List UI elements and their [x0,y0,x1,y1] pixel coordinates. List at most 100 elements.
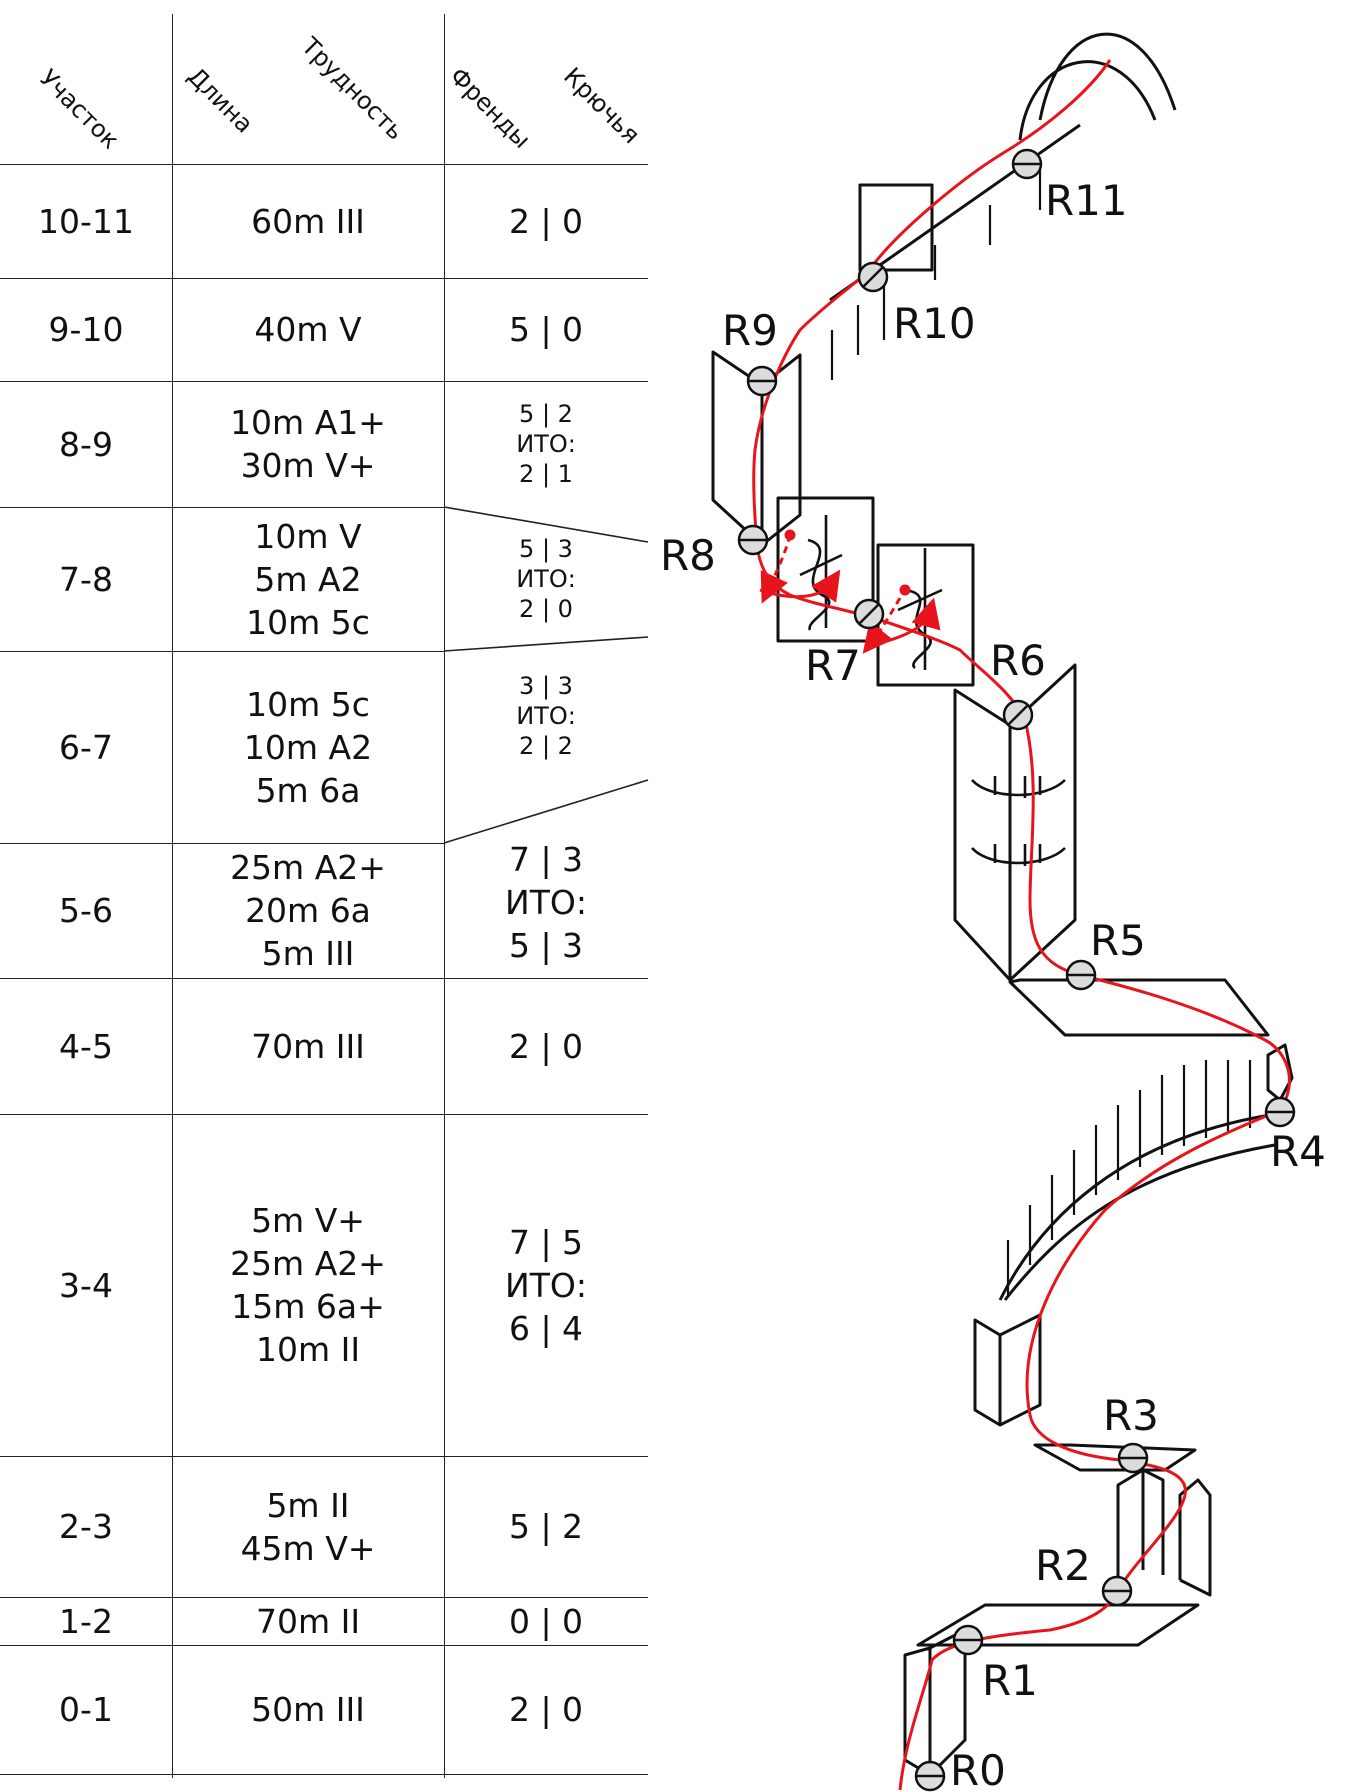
table-bottom-line [0,1774,648,1775]
length-line: 5m 6a [255,770,361,810]
length-cell: 25m A2+ 20m 6a 5m III [172,843,444,978]
station-bars [739,162,1294,1778]
length-line: 30m V+ [240,446,376,485]
row-divider [0,1645,648,1646]
gear-line: 0 | 0 [508,1601,584,1641]
length-line: 60m III [251,201,365,241]
gear-cell: 2 | 0 [444,1645,648,1774]
gear-line: 2 | 0 [508,1690,584,1729]
length-line: 5m III [261,934,355,973]
station-label-r11: R11 [1045,176,1128,225]
length-line: 10m V [254,516,362,556]
row-divider [0,1597,648,1598]
length-cell: 60m III [172,164,444,278]
length-line: 15m 6a+ [231,1287,385,1326]
gear-line: ИТО: [516,702,576,730]
length-line: 25m A2+ [230,848,386,887]
gear-line: ИТО: [505,882,587,922]
length-line: 10m II [255,1330,361,1369]
length-line: 10m 5c [246,684,370,724]
gear-line: 7 | 3 [508,839,584,879]
station-label-r6: R6 [990,636,1046,685]
length-line: 70m II [255,1601,361,1641]
section-cell: 5-6 [59,891,113,930]
length-cell: 70m II [172,1597,444,1645]
column-divider-2 [444,14,445,1778]
length-line: 10m A2 [243,727,373,767]
gear-line: 7 | 5 [508,1222,584,1262]
section-cell: 4-5 [59,1026,113,1066]
length-cell: 5m V+ 25m A2+ 15m 6a+ 10m II [172,1114,444,1456]
gear-line: 2 | 0 [519,595,573,623]
gear-cell: 5 | 2 [444,1456,648,1597]
length-cell: 10m A1+ 30m V+ [172,381,444,507]
row-divider [0,381,648,382]
station-label-r5: R5 [1090,916,1146,965]
gear-line: 3 | 3 [519,672,573,700]
row-divider [0,843,444,844]
section-cell: 0-1 [59,1690,113,1729]
terrain-drawing [711,32,1294,1777]
length-line: 20m 6a [245,891,371,930]
row-divider [0,507,444,508]
row-divider [0,978,648,979]
row-divider [0,651,444,652]
overhang-symbols [971,776,1066,866]
length-line: 5m V+ [251,1201,365,1240]
station-label-r2: R2 [1035,1541,1091,1590]
row-divider [0,1114,648,1115]
station-label-r8: R8 [660,531,716,580]
station-label-r3: R3 [1103,1391,1159,1440]
row-divider [0,1456,648,1457]
section-cell: 8-9 [59,424,113,464]
gear-cell: 2 | 0 [444,978,648,1114]
header-divider [0,164,648,165]
station-label-r9: R9 [722,306,778,355]
section-cell: 3-4 [59,1265,113,1305]
gear-line: 2 | 2 [519,732,573,760]
gear-line: 5 | 0 [508,310,584,349]
station-label-r10: R10 [893,299,976,348]
gear-cell: 2 | 0 [444,164,648,278]
section-cell: 9-10 [48,310,124,349]
gear-cell: 0 | 0 [444,1597,648,1645]
length-cell: 70m III [172,978,444,1114]
section-cell: 7-8 [59,559,113,599]
gear-line: 5 | 3 [519,535,573,563]
length-cell: 40m V [172,278,444,381]
gear-line: 2 | 0 [508,201,584,241]
length-line: 5m A2 [254,559,362,599]
gear-line: ИТО: [516,565,576,593]
section-cell: 2-3 [59,1507,113,1546]
column-divider-1 [172,14,173,1778]
gear-line: ИТО: [516,430,576,458]
gear-line: 5 | 3 [508,925,584,965]
connector-lines [443,506,649,844]
gear-line: ИТО: [505,1265,587,1305]
gear-line: 5 | 2 [519,400,573,428]
length-line: 10m A1+ [230,403,386,442]
station-label-r0: R0 [950,1746,1006,1792]
length-line: 45m V+ [240,1528,376,1568]
length-line: 25m A2+ [230,1244,386,1283]
length-line: 5m II [266,1485,350,1525]
length-line: 40m V [254,310,362,349]
gear-cell: 5 | 0 [444,278,648,381]
station-label-r1: R1 [982,1656,1038,1705]
length-line: 50m III [251,1690,365,1729]
hatch-marks [830,170,1252,1295]
section-cell: 6-7 [59,727,113,767]
length-line: 10m 5c [246,602,370,642]
station-label-r4: R4 [1270,1127,1326,1176]
section-cell: 10-11 [38,201,134,241]
gear-line: 2 | 1 [519,460,573,488]
length-line: 70m III [251,1026,365,1066]
